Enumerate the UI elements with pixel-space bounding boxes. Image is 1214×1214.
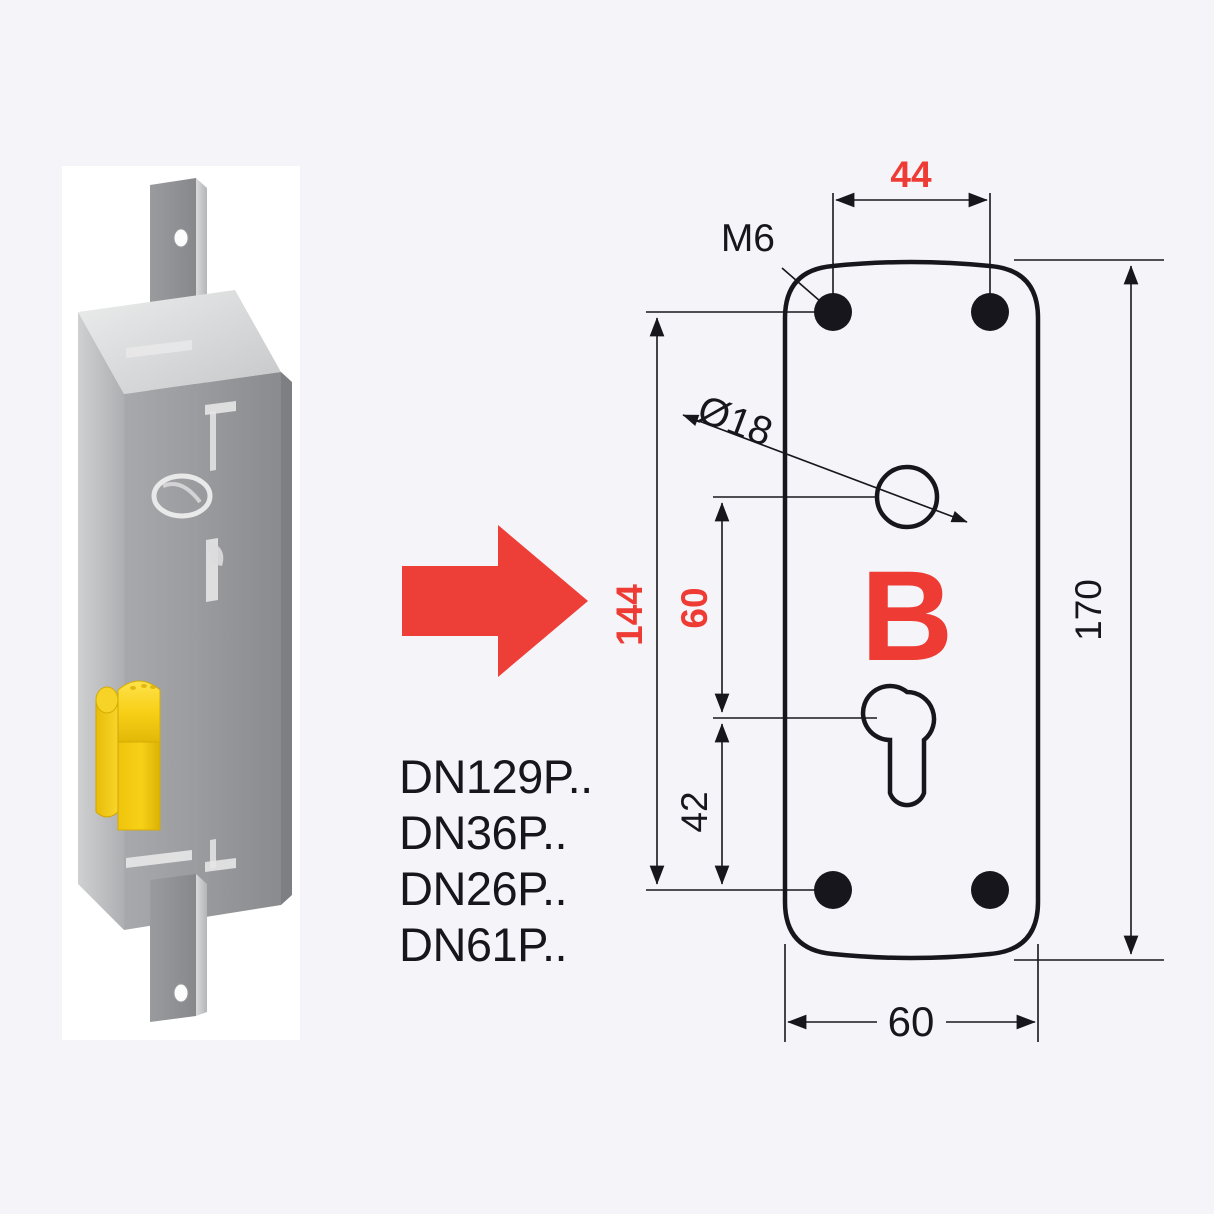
dimension-42-label: 42 xyxy=(674,791,715,832)
dimension-60-horizontal: 60 xyxy=(784,944,1039,1045)
lock-body xyxy=(78,290,292,930)
cam-slot xyxy=(206,538,224,602)
dimension-60-vertical-label: 60 xyxy=(674,587,715,628)
bolt-hole-bottom-right xyxy=(971,871,1009,909)
slot-lower-left xyxy=(126,850,192,868)
bolt-hole-top-right xyxy=(971,293,1009,331)
keyhole xyxy=(860,683,937,808)
mounting-tab-bottom xyxy=(150,874,207,1022)
part-number-1: DN36P.. xyxy=(399,806,567,859)
dimension-144-label: 144 xyxy=(609,584,650,646)
callout-M6-label: M6 xyxy=(721,217,775,260)
cylinder-cap xyxy=(95,686,119,714)
bolt-hole-top-left xyxy=(814,293,852,331)
dimension-60-horizontal-label: 60 xyxy=(888,998,935,1045)
tab-hole-top xyxy=(174,229,188,247)
dimension-144: 144 xyxy=(609,311,826,891)
dimension-60-vertical: 60 xyxy=(674,496,877,719)
keyhole-slot xyxy=(151,473,213,519)
dimension-44: 44 xyxy=(832,154,991,296)
plate-outline xyxy=(782,259,1041,961)
part-number-list: DN129P.. DN36P.. DN26P.. DN61P.. xyxy=(399,750,593,971)
yellow-cylinder xyxy=(95,680,161,831)
tab-hole-bottom xyxy=(174,984,188,1002)
dimension-170: 170 xyxy=(1014,259,1164,961)
callout-M6: M6 xyxy=(721,217,829,309)
part-number-2: DN26P.. xyxy=(399,862,567,915)
lock-face-plate-drawing: B 44 M6 Ø18 144 60 xyxy=(609,154,1164,1045)
lock-case-photo xyxy=(62,166,300,1040)
dimension-170-label: 170 xyxy=(1068,579,1109,641)
part-number-0: DN129P.. xyxy=(399,750,593,803)
dimension-44-label: 44 xyxy=(890,154,932,195)
bolt-hole-bottom-left xyxy=(814,871,852,909)
slot-upper-right xyxy=(205,401,236,415)
part-number-3: DN61P.. xyxy=(399,918,567,971)
red-right-arrow xyxy=(402,525,588,677)
slot-upper-left xyxy=(126,340,192,358)
dimension-42: 42 xyxy=(674,723,730,885)
plate-letter-B: B xyxy=(861,545,953,688)
